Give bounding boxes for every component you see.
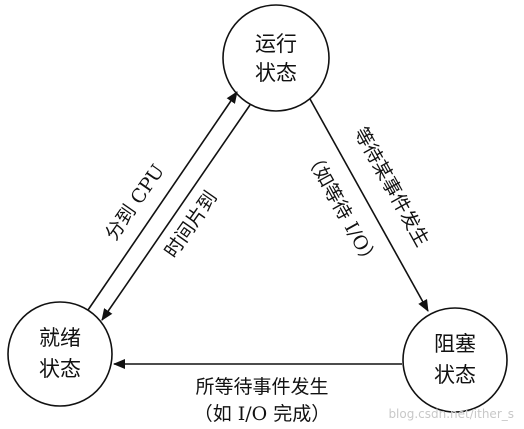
state-blocked-circle <box>402 307 508 413</box>
state-ready-label-line1: 就绪 <box>39 326 81 350</box>
arrow-running-to-ready <box>101 104 251 321</box>
state-ready-circle <box>7 301 113 407</box>
watermark-text: blog.csdn.net/ither_s <box>388 407 514 421</box>
state-running: 运行 状态 <box>222 4 330 112</box>
state-running-label-line2: 状态 <box>255 61 297 85</box>
state-blocked: 阻塞 状态 <box>402 307 508 413</box>
label-running-to-ready: 时间片到 <box>160 187 222 262</box>
label-blocked-to-ready-line1: 所等待事件发生 <box>195 376 328 398</box>
state-blocked-label-line2: 状态 <box>434 363 476 387</box>
label-blocked-to-ready-line2: （如 I/O 完成） <box>194 403 331 425</box>
state-ready-label-line2: 状态 <box>39 357 81 381</box>
state-blocked-label-line1: 阻塞 <box>434 332 476 356</box>
arrow-running-to-blocked <box>309 98 429 312</box>
arrow-ready-to-running <box>87 91 238 311</box>
state-ready: 就绪 状态 <box>7 301 113 407</box>
state-running-circle <box>222 4 330 112</box>
state-running-label-line1: 运行 <box>255 32 297 56</box>
label-ready-to-running: 分到 CPU <box>101 161 169 245</box>
